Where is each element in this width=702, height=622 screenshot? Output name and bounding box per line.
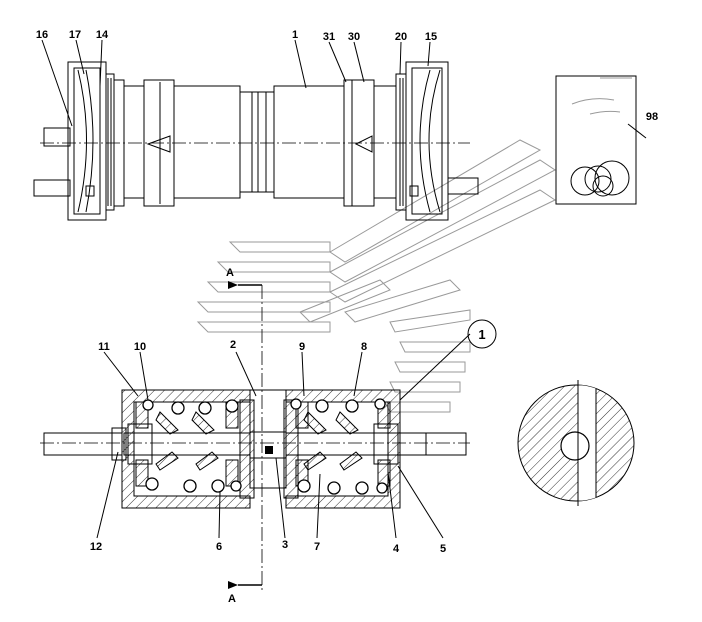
callout-15: 15 <box>425 31 437 43</box>
detail-view <box>517 380 635 506</box>
top-view <box>33 61 479 221</box>
callout-14: 14 <box>96 29 109 41</box>
callout-30: 30 <box>348 31 360 43</box>
callout-98: 98 <box>646 111 658 123</box>
detail-callout-circle <box>467 319 497 349</box>
callout-2: 2 <box>230 339 236 351</box>
callout-8: 8 <box>361 341 367 353</box>
callout-6: 6 <box>216 541 222 553</box>
callout-12: 12 <box>90 541 102 553</box>
callout-3: 3 <box>282 539 288 551</box>
section-mark-top: A <box>226 267 234 279</box>
callout-10: 10 <box>134 341 146 353</box>
detail-callout-label: 1 <box>478 327 485 342</box>
callout-31: 31 <box>323 31 335 43</box>
seal-kit-bag <box>555 75 647 205</box>
callout-4: 4 <box>393 543 400 555</box>
callout-11: 11 <box>98 341 110 353</box>
callout-7: 7 <box>314 541 320 553</box>
callout-20: 20 <box>395 31 407 43</box>
callout-16: 16 <box>36 29 48 41</box>
callout-17: 17 <box>69 29 81 41</box>
callout-9: 9 <box>299 341 305 353</box>
section-mark-bottom: A <box>228 593 236 605</box>
callout-1: 1 <box>292 29 298 41</box>
section-line-a <box>228 281 263 590</box>
callout-5: 5 <box>440 543 446 555</box>
leader-lines <box>41 39 471 539</box>
callout-labels: 16 17 14 1 31 30 20 15 98 A A 1 11 10 2 … <box>36 29 658 605</box>
sectional-view <box>40 389 470 509</box>
